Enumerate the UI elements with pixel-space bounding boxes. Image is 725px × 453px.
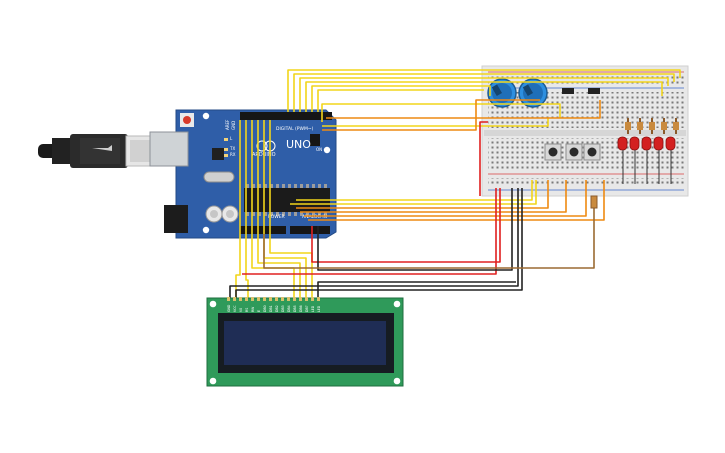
push-button-3[interactable] — [583, 143, 601, 161]
arduino-uno-board[interactable]: UNO ARDUINO DIGITAL (PWM~) POWER ANALOG … — [149, 109, 337, 239]
lcd-pin-label: VCC — [233, 305, 237, 312]
analog-label: ANALOG IN — [302, 214, 327, 220]
led-3 — [641, 136, 652, 151]
l-led-label: L — [230, 136, 233, 141]
lcd-pin-label: DB1 — [269, 305, 273, 312]
push-button-2[interactable] — [565, 143, 583, 161]
lcd-pin-label: DB3 — [281, 305, 285, 312]
rx-label: RX — [230, 152, 236, 157]
led-2 — [629, 136, 640, 151]
lcd-pin-label: DB0 — [263, 305, 267, 312]
uno-label: UNO — [286, 138, 311, 151]
digital-label: DIGITAL (PWM~) — [276, 126, 314, 132]
lcd-pin-label: V0 — [239, 308, 243, 312]
transistor-2 — [588, 88, 600, 94]
lcd-pin-label: LED — [317, 305, 321, 312]
lcd-pin-label: DB4 — [287, 305, 291, 312]
lcd-pin-label: LED — [311, 305, 315, 312]
transistor-1 — [562, 88, 574, 94]
aref-label: AREF — [225, 119, 230, 130]
usb-cable[interactable] — [38, 134, 167, 168]
lcd-screen — [224, 321, 386, 365]
led-5 — [665, 136, 676, 151]
on-label: ON — [316, 147, 322, 152]
lcd-pin-label: RS — [245, 308, 249, 312]
lcd-pin-label: E — [257, 310, 261, 312]
potentiometer-2[interactable] — [518, 78, 548, 108]
resistor-bottom — [590, 195, 598, 209]
lcd-pin-label: DB6 — [299, 305, 303, 312]
lcd-pin-labels: GND VCC V0 RS RW E DB0 DB1 DB2 DB3 DB4 D… — [227, 304, 321, 312]
lcd-pin-label: DB2 — [275, 305, 279, 312]
power-label: POWER — [268, 214, 285, 220]
lcd-pin-label: GND — [227, 304, 231, 312]
wires — [229, 69, 681, 298]
tx-label: TX — [229, 146, 235, 151]
potentiometer-1[interactable] — [487, 78, 517, 108]
lcd-pin-label: RW — [251, 306, 255, 312]
lcd-pin-label: DB7 — [305, 305, 309, 312]
gnd-label: GND — [231, 121, 236, 130]
lcd-pin-label: DB5 — [293, 305, 297, 312]
led-array — [617, 118, 679, 184]
led-4 — [653, 136, 664, 151]
push-button-1[interactable] — [544, 143, 562, 161]
led-1 — [617, 136, 628, 151]
lcd-16x2[interactable]: GND VCC V0 RS RW E DB0 DB1 DB2 DB3 DB4 D… — [206, 297, 404, 387]
